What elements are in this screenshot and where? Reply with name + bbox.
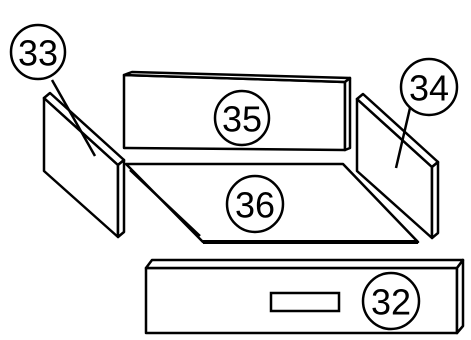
front-panel-slot xyxy=(269,291,341,313)
leader-33 xyxy=(50,79,97,157)
callout-35: 35 xyxy=(213,89,271,147)
callout-33: 33 xyxy=(9,23,67,81)
callout-32-label: 32 xyxy=(371,282,411,323)
callout-35-label: 35 xyxy=(222,99,262,140)
side-panel-left xyxy=(42,91,126,239)
callout-34: 34 xyxy=(399,57,459,117)
side-panel-right xyxy=(355,92,440,240)
callout-36-label: 36 xyxy=(235,185,275,226)
callout-32: 32 xyxy=(361,271,421,331)
callout-36: 36 xyxy=(225,174,285,234)
leader-34 xyxy=(394,107,412,169)
callout-33-label: 33 xyxy=(18,33,58,74)
callout-34-label: 34 xyxy=(409,68,449,109)
